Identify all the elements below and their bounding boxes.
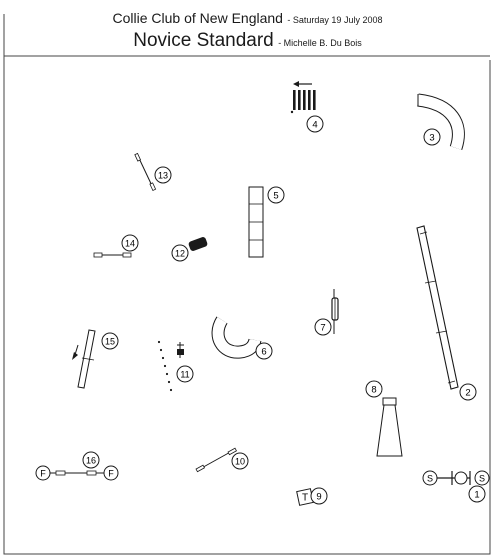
obstacle-box-5: [248, 186, 264, 258]
header-line-2: Novice Standard - Michelle B. Du Bois: [0, 30, 495, 52]
number-circle-10: 10: [231, 452, 249, 470]
obstacle-tire-7: [331, 289, 339, 334]
obstacle-jump-15: [72, 329, 96, 389]
start-label-left: S: [427, 474, 433, 484]
obstacle-jump-16: [50, 470, 104, 476]
course-name: Novice Standard: [133, 30, 274, 51]
number-circle-11: 11: [176, 365, 194, 383]
obstacle-tire-12: [188, 237, 208, 251]
number-label-7: 7: [320, 323, 325, 334]
obstacle-tunnel-6: [211, 316, 262, 359]
number-label-4: 4: [312, 120, 317, 131]
obstacle-weave-poles: [290, 81, 316, 114]
obstacle-jump-14: [93, 252, 132, 258]
start-marker-right: S: [474, 470, 490, 486]
frame-border: [3, 14, 491, 555]
judge-name: - Michelle B. Du Bois: [278, 38, 362, 48]
number-circle-15: 15: [101, 332, 119, 350]
obstacle-jump-10: [195, 447, 238, 473]
number-circle-9: 9: [310, 487, 328, 505]
number-label-3: 3: [429, 133, 434, 144]
number-label-16: 16: [86, 456, 96, 466]
number-circle-14: 14: [121, 234, 139, 252]
finish-label-right: F: [108, 469, 114, 479]
number-label-9: 9: [316, 492, 321, 503]
number-label-12: 12: [175, 249, 185, 259]
number-circle-13: 13: [154, 166, 172, 184]
number-circle-4: 4: [306, 115, 324, 133]
number-circle-6: 6: [255, 342, 273, 360]
obstacle-jump-1: [437, 471, 471, 485]
number-label-14: 14: [125, 239, 135, 249]
number-label-8: 8: [371, 385, 376, 396]
club-name: Collie Club of New England: [112, 10, 283, 26]
obstacle-tunnel-3: [416, 93, 465, 151]
number-label-1: 1: [474, 490, 479, 501]
obstacle-jump-13: [134, 152, 157, 192]
number-label-11: 11: [180, 370, 189, 380]
finish-label-left: F: [40, 469, 46, 479]
number-circle-8: 8: [365, 380, 383, 398]
number-label-10: 10: [235, 457, 245, 467]
number-circle-12: 12: [171, 244, 189, 262]
obstacle-jump-11: [157, 340, 184, 392]
number-circle-3: 3: [423, 128, 441, 146]
obstacle-dogwalk: [416, 225, 459, 390]
finish-marker-left: F: [35, 465, 51, 481]
number-label-5: 5: [273, 191, 278, 202]
number-circle-5: 5: [267, 186, 285, 204]
number-label-2: 2: [465, 388, 470, 399]
number-label-15: 15: [105, 337, 115, 347]
finish-marker-right: F: [103, 465, 119, 481]
table-label: T: [302, 493, 308, 504]
header-line-1: Collie Club of New England - Saturday 19…: [0, 10, 495, 28]
number-circle-7: 7: [314, 318, 332, 336]
start-label-right: S: [479, 474, 485, 484]
number-label-6: 6: [261, 347, 266, 358]
number-circle-2: 2: [459, 383, 477, 401]
number-label-13: 13: [158, 171, 168, 181]
event-date: - Saturday 19 July 2008: [287, 15, 383, 25]
obstacle-chute-8: [376, 397, 403, 457]
start-marker-left: S: [422, 470, 438, 486]
number-circle-1: 1: [468, 485, 486, 503]
number-circle-16: 16: [82, 451, 100, 469]
